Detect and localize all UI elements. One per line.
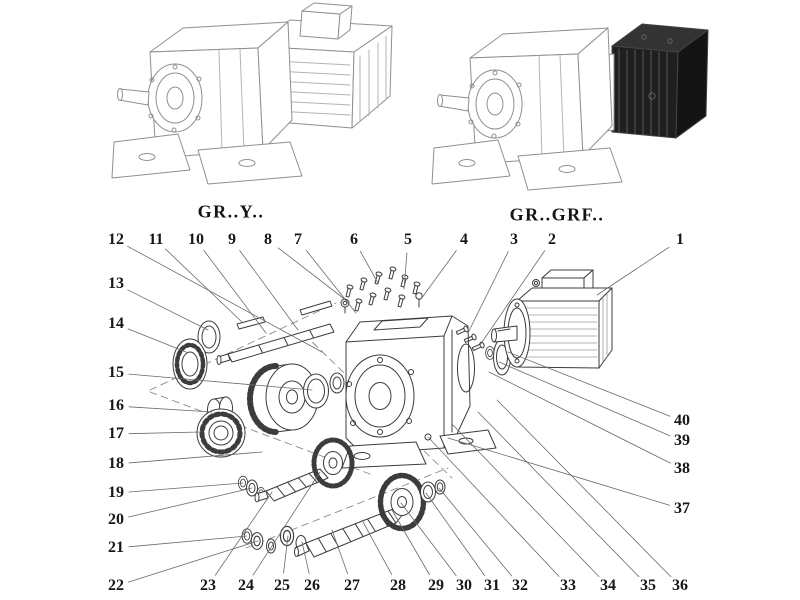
part-number-34: 34 xyxy=(600,577,616,594)
assembled-view-gr-grf xyxy=(431,23,709,191)
part-number-21: 21 xyxy=(108,539,124,556)
intermediate-gear xyxy=(311,437,355,489)
eyebolt xyxy=(340,298,350,314)
part-number-32: 32 xyxy=(512,577,528,594)
feet-assembled-left xyxy=(111,133,303,185)
part-number-12: 12 xyxy=(108,231,124,248)
breather-plug xyxy=(415,292,423,308)
part-number-5: 5 xyxy=(404,231,412,248)
large-helical-gear xyxy=(247,363,319,435)
output-shaft-set xyxy=(241,472,446,558)
input-bearing xyxy=(172,338,208,390)
key-2 xyxy=(236,316,266,330)
part-number-37: 37 xyxy=(674,500,690,517)
retaining-rings xyxy=(303,372,345,409)
left-view-label: GR..Y.. xyxy=(197,201,265,222)
part-number-1: 1 xyxy=(676,231,684,248)
part-number-14: 14 xyxy=(108,315,124,332)
assembled-view-gr-y xyxy=(111,2,393,185)
part-number-40: 40 xyxy=(674,412,690,429)
leader-lines xyxy=(127,245,672,583)
part-number-10: 10 xyxy=(188,231,204,248)
part-number-22: 22 xyxy=(108,577,124,594)
gearbox-assembled-right xyxy=(437,27,613,165)
part-number-25: 25 xyxy=(274,577,290,594)
motor-shaft xyxy=(493,325,518,343)
part-number-8: 8 xyxy=(264,231,272,248)
feet-assembled-right xyxy=(431,139,623,191)
part-number-4: 4 xyxy=(460,231,468,248)
part-number-29: 29 xyxy=(428,577,444,594)
part-number-15: 15 xyxy=(108,364,124,381)
output-gear xyxy=(377,472,427,532)
part-number-2: 2 xyxy=(548,231,556,248)
electric-motor xyxy=(491,269,613,369)
key-1 xyxy=(299,300,333,316)
top-fasteners xyxy=(340,265,423,314)
part-number-20: 20 xyxy=(108,511,124,528)
input-shaft xyxy=(227,323,335,363)
part-number-39: 39 xyxy=(674,432,690,449)
part-number-6: 6 xyxy=(350,231,358,248)
oil-seal xyxy=(197,320,221,354)
part-number-33: 33 xyxy=(560,577,576,594)
part-number-24: 24 xyxy=(238,577,254,594)
part-number-18: 18 xyxy=(108,455,124,472)
part-number-23: 23 xyxy=(200,577,216,594)
exploded-view xyxy=(149,265,613,558)
part-number-19: 19 xyxy=(108,484,124,501)
part-number-30: 30 xyxy=(456,577,472,594)
dark-cover-block xyxy=(611,23,709,139)
part-number-35: 35 xyxy=(640,577,656,594)
part-number-26: 26 xyxy=(304,577,320,594)
input-shaft-assembly xyxy=(216,300,335,365)
right-view-label: GR..GRF.. xyxy=(509,204,605,225)
part-number-28: 28 xyxy=(390,577,406,594)
part-number-16: 16 xyxy=(108,397,124,414)
part-number-7: 7 xyxy=(294,231,302,248)
part-number-27: 27 xyxy=(344,577,360,594)
part-number-9: 9 xyxy=(228,231,236,248)
motor-eyebolt xyxy=(532,279,540,287)
part-number-36: 36 xyxy=(672,577,688,594)
part-number-17: 17 xyxy=(108,425,124,442)
inspection-cover xyxy=(373,317,429,331)
housing-front-foot xyxy=(341,441,427,469)
gearbox-housing xyxy=(341,315,497,469)
lower-left-bearing xyxy=(196,408,246,458)
part-number-11: 11 xyxy=(148,231,164,248)
part-number-13: 13 xyxy=(108,275,124,292)
part-number-38: 38 xyxy=(674,460,690,477)
gearbox-assembled-left xyxy=(117,21,293,159)
part-number-3: 3 xyxy=(510,231,518,248)
intermediate-gear-set xyxy=(237,437,355,503)
part-number-31: 31 xyxy=(484,577,500,594)
drain-plug xyxy=(424,433,432,441)
